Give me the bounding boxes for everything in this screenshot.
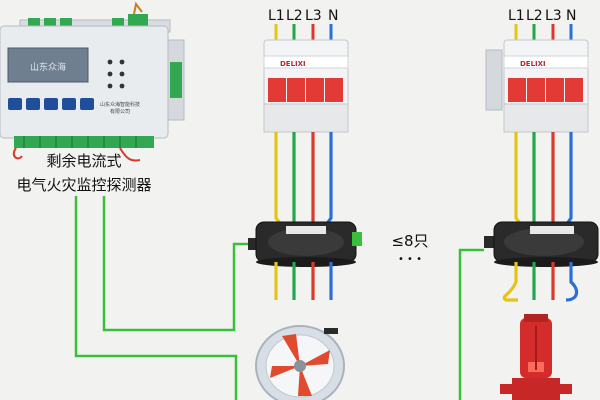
right-load-wires [502,262,579,302]
left-breaker-handles [268,78,343,102]
axial-fan-icon [255,325,345,400]
right-breaker-brand: DELIXI [520,60,546,68]
detector-title-line2: 电气火灾监控探测器 [16,176,151,194]
detector-buttons [8,98,94,110]
terminal-block-icon [60,18,72,28]
right-breaker-handles [508,78,583,102]
breaker-handle[interactable] [306,78,324,102]
up-button[interactable] [26,98,40,110]
left-phase-n: N [328,8,338,24]
enter-button[interactable] [80,98,94,110]
left-phase-l3: L3 [305,8,322,24]
detector-title-line1: 剩余电流式 [46,152,121,170]
fire-monitoring-detector: 山东众海 山东众海智能科技有限公司 [0,1,185,162]
right-current-transformer [484,221,599,267]
terminal-block-icon [28,18,40,28]
breaker-handle[interactable] [268,78,286,102]
lcd-screen [7,47,89,83]
right-phase-n: N [566,8,576,24]
breaker-handle[interactable] [565,78,583,102]
left-current-transformer [248,221,362,267]
right-phase-l3: L3 [545,8,562,24]
left-phase-l1: L1 [268,8,285,24]
breaker-handle[interactable] [508,78,526,102]
signal-wires [74,196,484,400]
terminal-block-icon [112,18,124,28]
left-breaker-assembly: L1 L2 L3 N DELIXI [263,8,349,237]
fire-pump-icon [500,314,572,400]
ellipsis-dots: • • • [398,254,422,265]
ct-count-label: ≤8只 [391,232,428,250]
left-phase-l2: L2 [286,8,303,24]
right-phase-l2: L2 [526,8,543,24]
terminal-block-icon [128,14,148,28]
right-breaker-assembly: L1 L2 L3 N DELIXI [485,8,589,235]
right-phase-l1: L1 [508,8,525,24]
down-button[interactable] [44,98,58,110]
breaker-handle[interactable] [325,78,343,102]
breaker-handle[interactable] [546,78,564,102]
left-breaker-brand: DELIXI [280,60,306,68]
bottom-terminals [14,136,154,148]
menu-button[interactable] [8,98,22,110]
left-load-wires [274,262,333,300]
left-button[interactable] [62,98,76,110]
indicator-lights [107,59,125,89]
terminal-block-icon [44,18,56,28]
lcd-text: 山东众海 [30,61,66,73]
maker-label: 山东众海智能科技有限公司 [100,101,140,115]
breaker-handle[interactable] [527,78,545,102]
breaker-handle[interactable] [287,78,305,102]
